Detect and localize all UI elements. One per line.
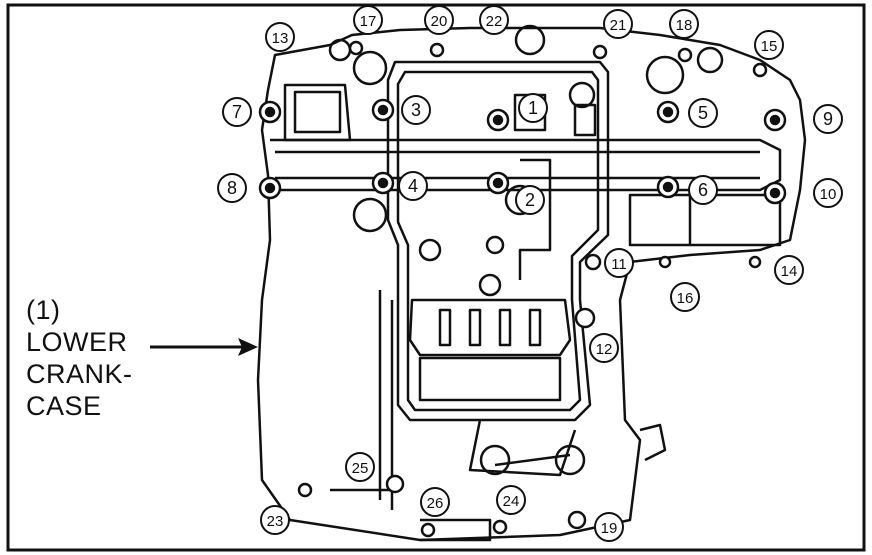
callout-circle (217, 173, 247, 203)
crankcase-outline (256, 24, 807, 542)
caption-line3: CASE (26, 391, 102, 421)
callout-number: 10 (820, 186, 837, 203)
bolt-holes (258, 40, 787, 538)
callout-number: 13 (272, 30, 289, 47)
caption: (1) LOWER CRANK- CASE (26, 294, 133, 422)
callout-circle (265, 22, 295, 52)
callout-26: 26 (420, 487, 450, 517)
callout-number: 12 (596, 341, 613, 358)
callout-circle (260, 505, 290, 535)
callout-circle (496, 485, 526, 515)
callout-number: 5 (698, 103, 708, 123)
caption-line2: CRANK- (26, 359, 133, 389)
diagram-border (6, 3, 866, 552)
callout-circle (670, 282, 700, 312)
callout-circle (813, 178, 843, 208)
callout-circle (589, 333, 619, 363)
callout-20: 20 (424, 5, 454, 35)
callout-number: 26 (427, 495, 444, 512)
callout-number: 23 (267, 513, 284, 530)
callout-number: 1 (528, 98, 538, 118)
callout-7: 7 (222, 97, 252, 127)
callout-number: 9 (823, 109, 833, 129)
callout-circle (774, 255, 804, 285)
callout-14: 14 (774, 255, 804, 285)
callout-12: 12 (589, 333, 619, 363)
callout-circle (754, 30, 784, 60)
callout-circle (603, 9, 633, 39)
caption-arrow (150, 338, 258, 356)
callout-17: 17 (353, 5, 383, 35)
callout-number: 3 (411, 100, 421, 120)
callout-15: 15 (754, 30, 784, 60)
callout-circle (345, 452, 375, 482)
callout-21: 21 (603, 9, 633, 39)
caption-ref: (1) (26, 295, 61, 325)
callout-18: 18 (669, 9, 699, 39)
callout-number: 11 (611, 256, 627, 273)
callout-circle (688, 175, 718, 205)
callout-3: 3 (401, 95, 431, 125)
callout-1: 1 (518, 93, 548, 123)
callout-16: 16 (670, 282, 700, 312)
callout-8: 8 (217, 173, 247, 203)
callout-number: 15 (761, 38, 778, 55)
callout-number: 18 (676, 17, 693, 34)
callout-circle (398, 171, 428, 201)
callout-circle (479, 5, 509, 35)
callout-number: 6 (698, 180, 708, 200)
callout-number: 14 (781, 263, 798, 280)
callout-circle (222, 97, 252, 127)
callout-number: 20 (431, 13, 448, 30)
callout-number: 7 (232, 102, 242, 122)
callout-circle (669, 9, 699, 39)
callout-circle (515, 185, 545, 215)
callout-6: 6 (688, 175, 718, 205)
callout-number: 19 (601, 520, 618, 537)
callout-number: 2 (525, 190, 535, 210)
callout-number: 17 (360, 13, 377, 30)
callout-circle (353, 5, 383, 35)
callout-25: 25 (345, 452, 375, 482)
callout-circle (401, 95, 431, 125)
caption-line1: LOWER (26, 327, 128, 357)
callout-circle (813, 104, 843, 134)
callout-11: 11 (604, 248, 634, 278)
callout-5: 5 (688, 98, 718, 128)
callout-10: 10 (813, 178, 843, 208)
callout-number: 25 (352, 460, 369, 477)
callout-2: 2 (515, 185, 545, 215)
callout-24: 24 (496, 485, 526, 515)
callout-4: 4 (398, 171, 428, 201)
callout-number: 16 (677, 290, 694, 307)
callout-circle (420, 487, 450, 517)
callout-number: 22 (486, 13, 503, 30)
callout-number: 24 (503, 493, 520, 510)
callout-9: 9 (813, 104, 843, 134)
callout-circle (604, 248, 634, 278)
callout-circle (594, 512, 624, 542)
callout-number: 4 (408, 176, 418, 196)
callout-circle (518, 93, 548, 123)
callout-number: 8 (227, 178, 237, 198)
callout-23: 23 (260, 505, 290, 535)
callout-19: 19 (594, 512, 624, 542)
callout-number: 21 (610, 17, 627, 34)
callout-circle (424, 5, 454, 35)
callout-circle (688, 98, 718, 128)
callout-22: 22 (479, 5, 509, 35)
callout-13: 13 (265, 22, 295, 52)
